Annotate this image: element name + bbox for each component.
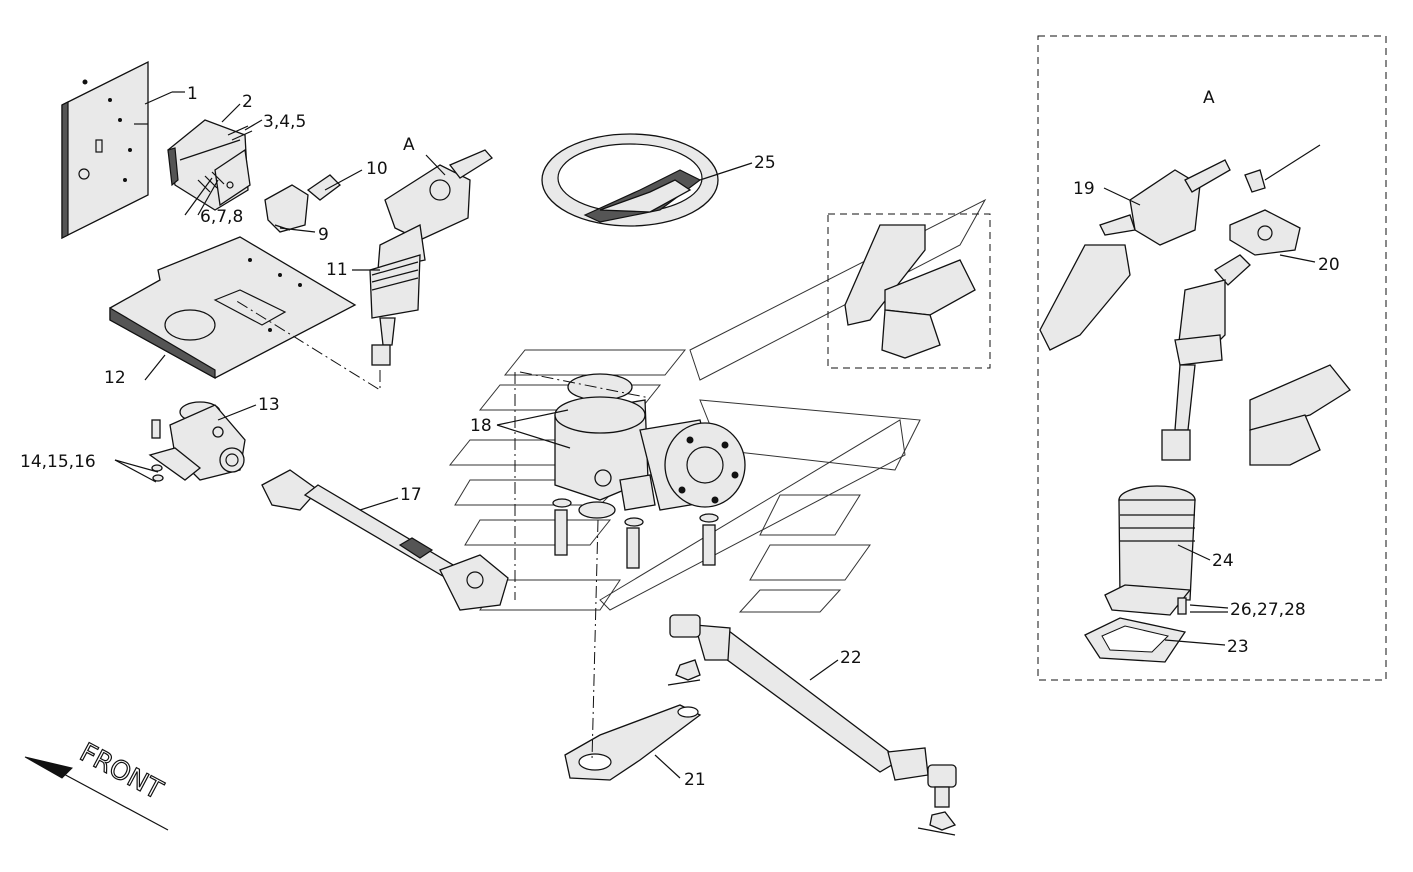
part-22-drag-link xyxy=(667,614,957,836)
callout-26-27-28: 26,27,28 xyxy=(1230,600,1306,620)
callout-21: 21 xyxy=(684,770,706,790)
callout-12: 12 xyxy=(104,368,126,388)
detail-box-title: A xyxy=(1203,88,1215,108)
callout-22: 22 xyxy=(840,648,862,668)
callout-13: 13 xyxy=(258,395,280,415)
callout-2: 2 xyxy=(242,92,253,112)
part-13-intermediate-joint xyxy=(148,401,246,482)
callout-23: 23 xyxy=(1227,637,1249,657)
callout-6-7-8: 6,7,8 xyxy=(200,207,243,227)
callout-1: 1 xyxy=(187,84,198,104)
part-11-steering-column xyxy=(369,149,493,366)
front-label: FRONT xyxy=(75,738,168,806)
part-25-steering-wheel xyxy=(541,133,719,227)
callout-column-a: A xyxy=(403,135,415,155)
callout-24: 24 xyxy=(1212,551,1234,571)
callout-17: 17 xyxy=(400,485,422,505)
part-18-steering-gear xyxy=(554,373,746,519)
shroud-detail-box xyxy=(827,213,991,369)
part-2-bracket xyxy=(167,119,251,211)
assembly-center-lines xyxy=(234,299,651,761)
callout-25: 25 xyxy=(754,153,776,173)
part-17-intermediate-shaft xyxy=(261,469,509,611)
callout-11: 11 xyxy=(326,260,348,280)
part-9-10-clip xyxy=(264,174,341,233)
detail-box-a xyxy=(1037,35,1387,681)
part-12-floor-plate xyxy=(109,236,357,380)
gear-mounting-bolts xyxy=(552,498,719,569)
part-1-mounting-plate xyxy=(61,60,149,240)
callout-18: 18 xyxy=(470,416,492,436)
front-direction-arrow xyxy=(24,756,169,831)
callout-14-15-16: 14,15,16 xyxy=(20,452,96,472)
callout-20: 20 xyxy=(1318,255,1340,275)
part-21-pitman-arm xyxy=(564,704,702,781)
leader-lines xyxy=(114,91,1316,779)
callout-9: 9 xyxy=(318,225,329,245)
callout-19: 19 xyxy=(1073,179,1095,199)
callout-3-4-5: 3,4,5 xyxy=(263,112,306,132)
callout-10: 10 xyxy=(366,159,388,179)
